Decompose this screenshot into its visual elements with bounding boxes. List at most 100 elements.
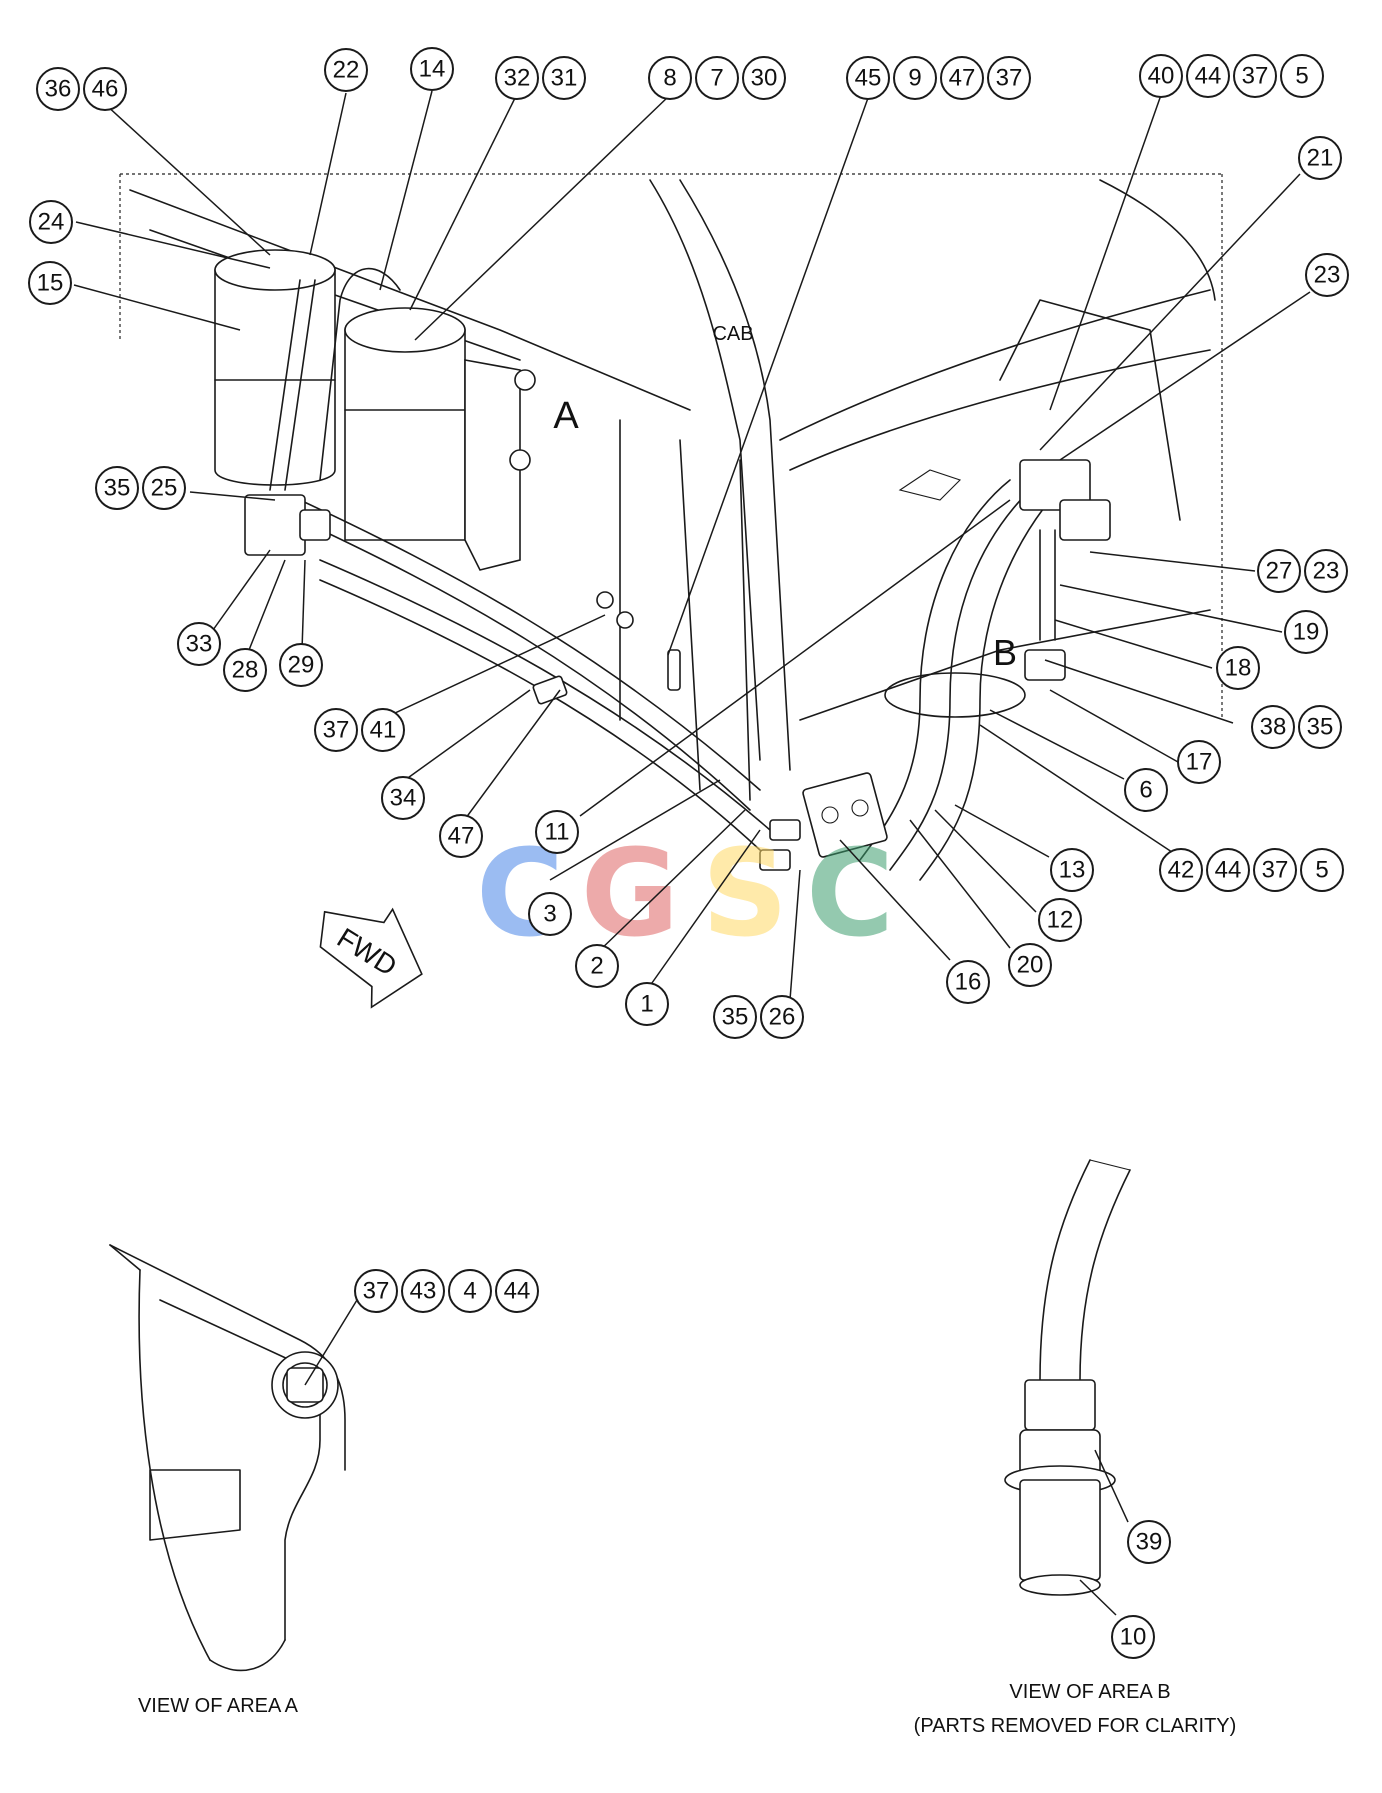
svg-text:38: 38 (1260, 714, 1287, 741)
svg-text:22: 22 (333, 57, 360, 84)
watermark-letter-4: C (806, 825, 894, 964)
callout-47: 47 (940, 56, 984, 100)
svg-text:5: 5 (1315, 857, 1328, 884)
svg-text:2: 2 (590, 953, 603, 980)
view-area-a-caption: VIEW OF AREA A (138, 1695, 299, 1717)
svg-text:9: 9 (908, 65, 921, 92)
svg-text:5: 5 (1295, 63, 1308, 90)
svg-text:29: 29 (288, 652, 315, 679)
svg-text:35: 35 (104, 475, 131, 502)
cab-structure (119, 173, 1223, 801)
svg-text:43: 43 (410, 1278, 437, 1305)
callout-37: 37 (1233, 54, 1277, 98)
svg-text:23: 23 (1314, 262, 1341, 289)
svg-text:32: 32 (504, 65, 531, 92)
callout-1: 1 (625, 982, 669, 1026)
callouts: 36 46 22 14 32 31 8 7 30 45 9 47 37 40 4… (28, 47, 1349, 1659)
callout-24: 24 (29, 200, 73, 244)
fittings (244, 459, 1111, 871)
svg-text:47: 47 (448, 823, 475, 850)
callout-44: 44 (1206, 848, 1250, 892)
svg-text:37: 37 (1262, 857, 1289, 884)
svg-text:44: 44 (1195, 63, 1222, 90)
svg-text:26: 26 (769, 1004, 796, 1031)
svg-text:35: 35 (722, 1004, 749, 1031)
svg-text:10: 10 (1120, 1624, 1147, 1651)
svg-text:1: 1 (640, 991, 653, 1018)
callout-47: 47 (439, 814, 483, 858)
callout-28: 28 (223, 648, 267, 692)
callout-10: 10 (1111, 1615, 1155, 1659)
svg-text:24: 24 (38, 209, 65, 236)
callout-44: 44 (1186, 54, 1230, 98)
callout-41: 41 (361, 708, 405, 752)
callout-45: 45 (846, 56, 890, 100)
callout-5: 5 (1300, 848, 1344, 892)
callout-15: 15 (28, 261, 72, 305)
svg-text:17: 17 (1186, 749, 1213, 776)
callout-9: 9 (893, 56, 937, 100)
svg-text:39: 39 (1136, 1529, 1163, 1556)
callout-39: 39 (1127, 1520, 1171, 1564)
area-a-marker: A (553, 395, 579, 437)
svg-text:19: 19 (1293, 619, 1320, 646)
svg-text:37: 37 (996, 65, 1023, 92)
svg-text:3: 3 (543, 901, 556, 928)
callout-7: 7 (695, 56, 739, 100)
callout-14: 14 (410, 47, 454, 91)
svg-text:34: 34 (390, 785, 417, 812)
svg-text:30: 30 (751, 65, 778, 92)
callout-3: 3 (528, 892, 572, 936)
svg-text:37: 37 (1242, 63, 1269, 90)
svg-text:23: 23 (1313, 558, 1340, 585)
callout-26: 26 (760, 995, 804, 1039)
filter-canisters (214, 249, 536, 571)
cab-label: CAB (712, 323, 753, 345)
callout-35: 35 (95, 466, 139, 510)
callout-43: 43 (401, 1269, 445, 1313)
callout-29: 29 (279, 643, 323, 687)
svg-text:44: 44 (504, 1278, 531, 1305)
callout-12: 12 (1038, 898, 1082, 942)
callout-2: 2 (575, 944, 619, 988)
svg-text:7: 7 (710, 65, 723, 92)
callout-21: 21 (1298, 136, 1342, 180)
svg-text:37: 37 (363, 1278, 390, 1305)
callout-16: 16 (946, 960, 990, 1004)
svg-text:41: 41 (370, 717, 397, 744)
svg-text:4: 4 (463, 1278, 476, 1305)
callout-25: 25 (142, 466, 186, 510)
callout-8: 8 (648, 56, 692, 100)
svg-text:28: 28 (232, 657, 259, 684)
watermark-logo: C G S C (476, 825, 894, 964)
callout-30: 30 (742, 56, 786, 100)
svg-text:33: 33 (186, 631, 213, 658)
callout-37: 37 (1253, 848, 1297, 892)
callout-40: 40 (1139, 54, 1183, 98)
svg-text:36: 36 (45, 76, 72, 103)
leader-lines (73, 90, 1311, 1616)
callout-11: 11 (535, 810, 579, 854)
svg-text:8: 8 (663, 65, 676, 92)
svg-text:25: 25 (151, 475, 178, 502)
svg-text:13: 13 (1059, 857, 1086, 884)
callout-19: 19 (1284, 610, 1328, 654)
callout-36: 36 (36, 67, 80, 111)
svg-text:16: 16 (955, 969, 982, 996)
view-area-b-caption: VIEW OF AREA B (1009, 1681, 1170, 1703)
view-area-a: VIEW OF AREA A (109, 1244, 346, 1717)
area-b-marker: B (993, 632, 1017, 673)
svg-text:42: 42 (1168, 857, 1195, 884)
svg-text:44: 44 (1215, 857, 1242, 884)
callout-35: 35 (713, 995, 757, 1039)
svg-text:40: 40 (1148, 63, 1175, 90)
svg-text:35: 35 (1307, 714, 1334, 741)
callout-34: 34 (381, 776, 425, 820)
callout-23: 23 (1304, 549, 1348, 593)
callout-31: 31 (542, 56, 586, 100)
svg-text:12: 12 (1047, 907, 1074, 934)
svg-text:15: 15 (37, 270, 64, 297)
callout-22: 22 (324, 48, 368, 92)
callout-18: 18 (1216, 646, 1260, 690)
